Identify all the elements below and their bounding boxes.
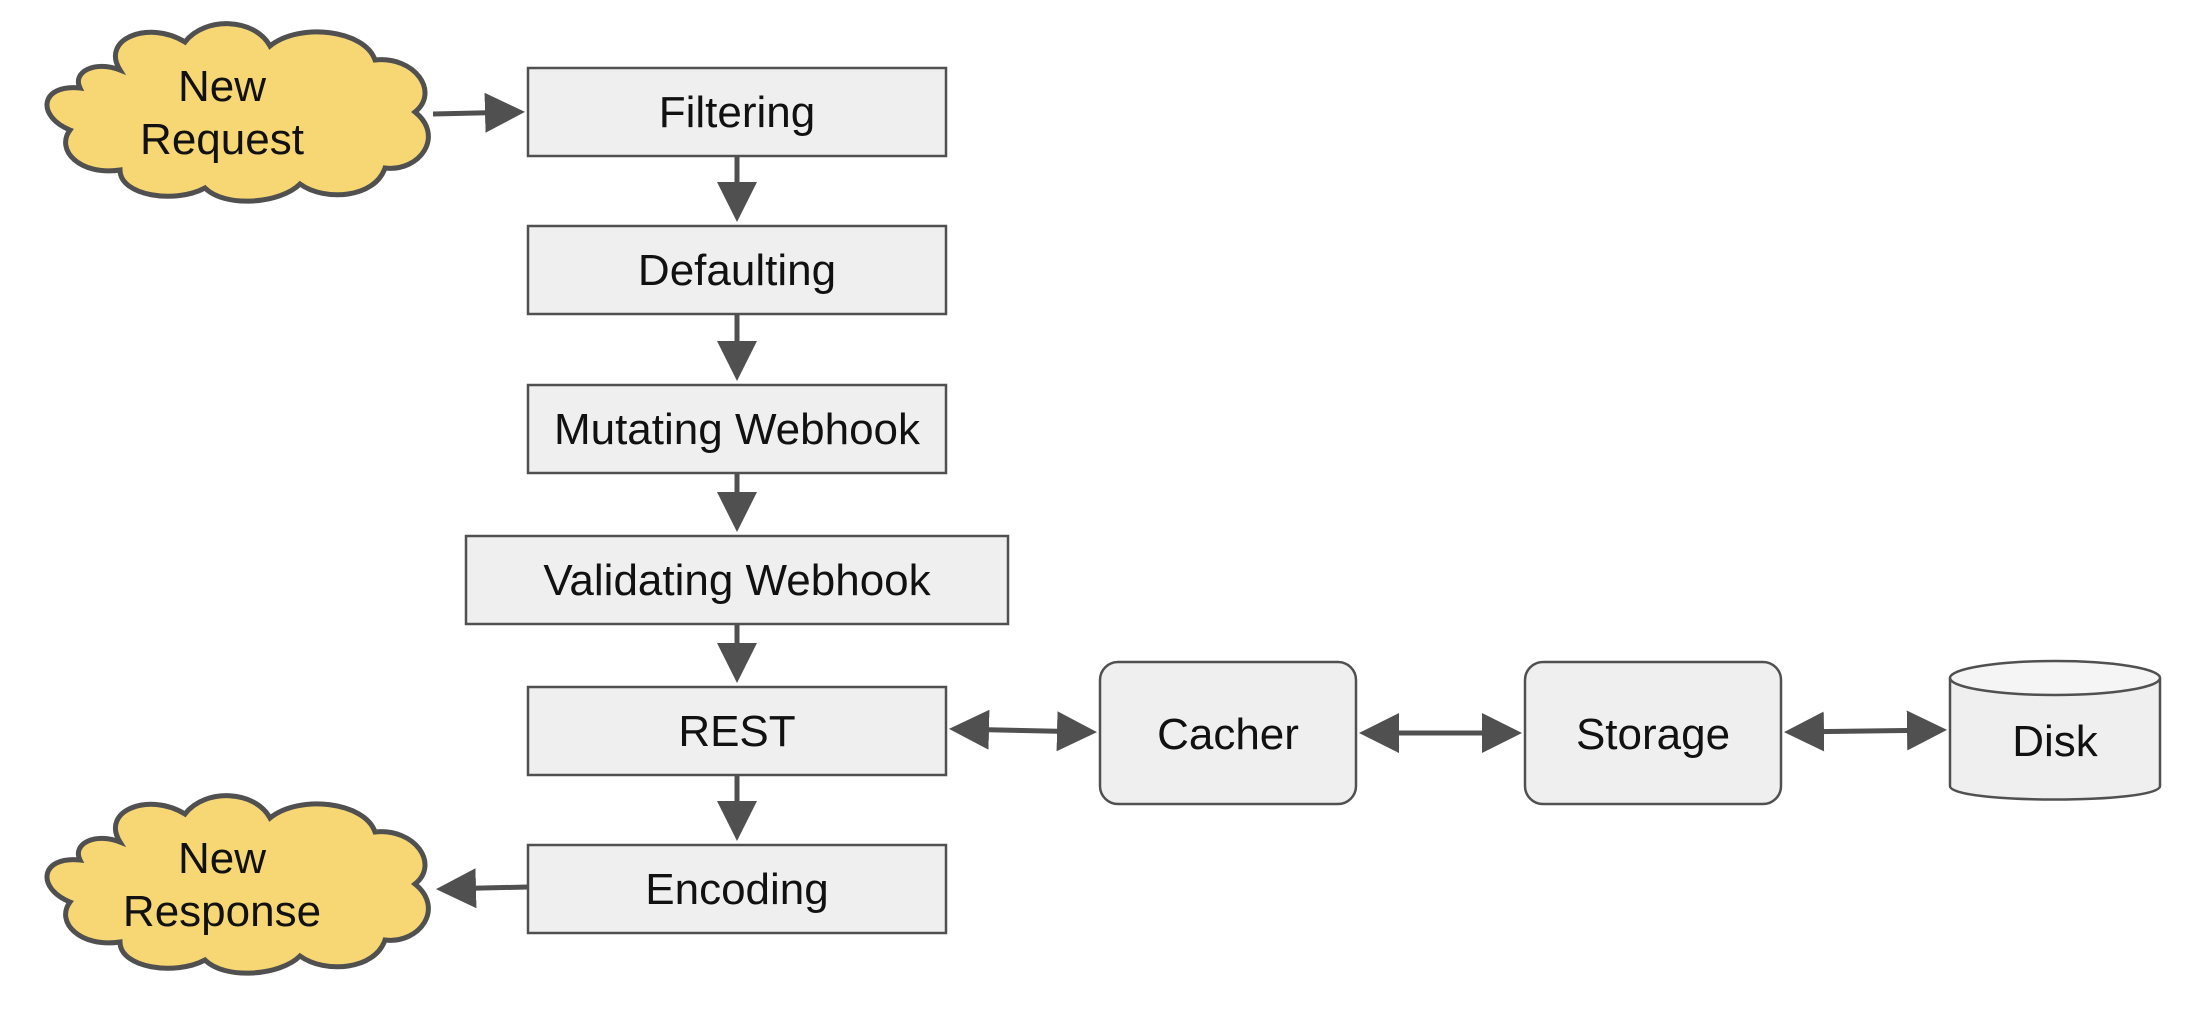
defaulting-node: Defaulting <box>526 224 948 316</box>
arrow-encoding-to-response <box>436 868 529 909</box>
arrow-storage-disk <box>1784 710 1947 752</box>
cloud-icon <box>44 793 431 976</box>
validating-webhook-box <box>464 534 1010 626</box>
new-response-line2: Response <box>123 887 321 936</box>
rest-label: REST <box>678 707 795 756</box>
validating-webhook-label: Validating Webhook <box>543 556 931 605</box>
disk-node: Disk <box>1948 659 2162 801</box>
storage-node: Storage <box>1523 660 1783 806</box>
cacher-label: Cacher <box>1157 710 1299 759</box>
new-response-cloud: New Response <box>44 793 431 976</box>
defaulting-box <box>526 224 948 316</box>
filtering-node: Filtering <box>526 66 948 158</box>
storage-label: Storage <box>1576 710 1730 759</box>
rest-node: REST <box>526 685 948 777</box>
mutating-webhook-box <box>526 383 948 475</box>
mutating-webhook-node: Mutating Webhook <box>526 383 948 475</box>
disk-label: Disk <box>2012 717 2099 766</box>
mutating-webhook-label: Mutating Webhook <box>554 405 921 454</box>
arrow-rest-cacher <box>949 709 1097 752</box>
encoding-node: Encoding <box>526 843 948 935</box>
new-request-line1: New <box>178 62 266 111</box>
rest-box <box>526 685 948 777</box>
filtering-box <box>526 66 948 158</box>
cloud-icon <box>44 21 431 204</box>
disk-top <box>1948 659 2162 697</box>
cacher-node: Cacher <box>1098 660 1358 806</box>
disk-icon <box>1948 678 2162 801</box>
arrow-request-to-filtering <box>432 92 525 133</box>
encoding-label: Encoding <box>645 865 828 914</box>
new-request-cloud: New Request <box>44 21 431 204</box>
storage-box <box>1523 660 1783 806</box>
cacher-box <box>1098 660 1358 806</box>
filtering-label: Filtering <box>659 88 816 137</box>
new-request-line2: Request <box>140 115 304 164</box>
new-response-line1: New <box>178 834 266 883</box>
defaulting-label: Defaulting <box>638 246 836 295</box>
validating-webhook-node: Validating Webhook <box>464 534 1010 626</box>
